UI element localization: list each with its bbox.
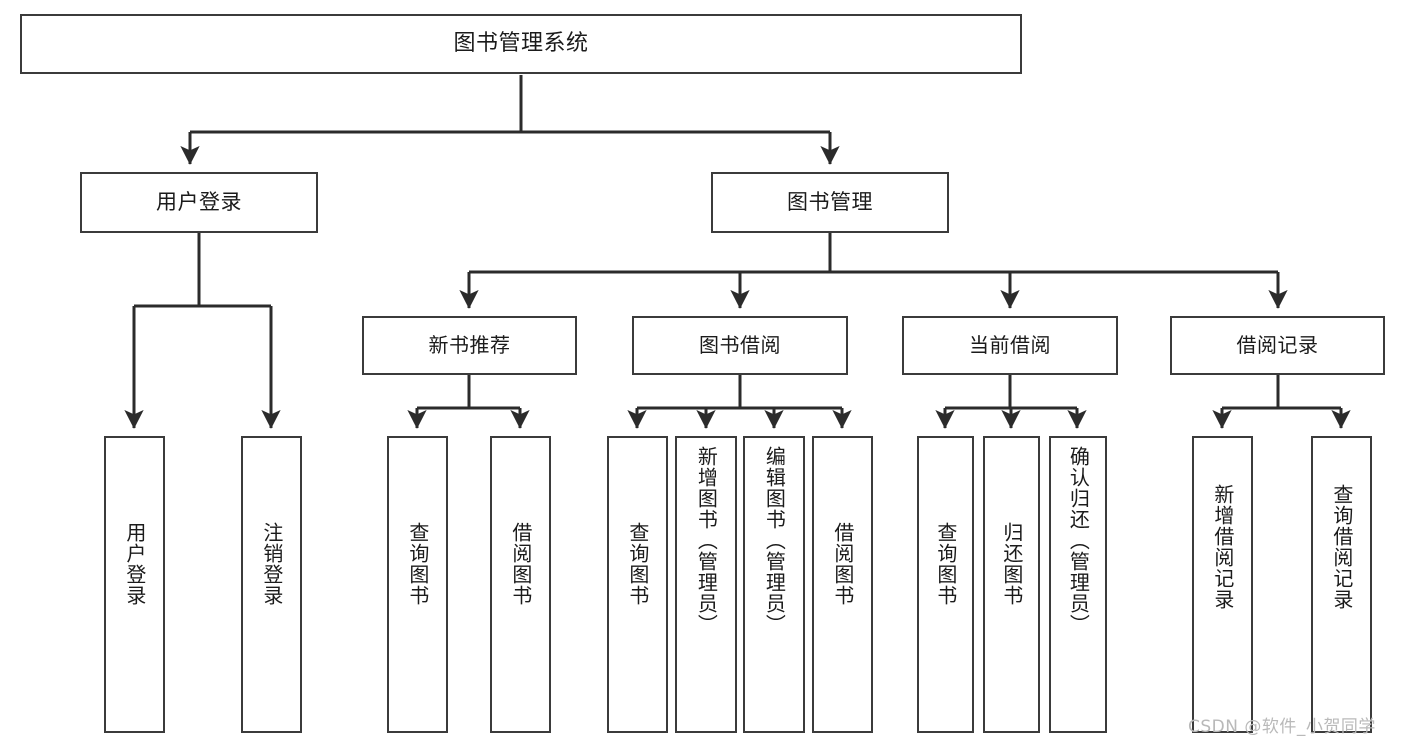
leaf-user-login[interactable]: 用户登录: [104, 436, 165, 733]
leaf-borrow-book-borrow[interactable]: 借阅图书: [812, 436, 873, 733]
node-label: 查询图书: [405, 522, 430, 606]
leaf-query-book-borrow[interactable]: 查询图书: [607, 436, 668, 733]
leaf-confirm-return-admin[interactable]: 确认归还（管理员）: [1049, 436, 1107, 733]
leaf-add-borrow-record[interactable]: 新增借阅记录: [1192, 436, 1253, 733]
node-new-book-recommend[interactable]: 新书推荐: [362, 316, 577, 375]
node-label: 查询图书: [625, 522, 650, 606]
leaf-query-book-newbook[interactable]: 查询图书: [387, 436, 448, 733]
node-current-borrow[interactable]: 当前借阅: [902, 316, 1118, 375]
node-label: 编辑图书（管理员）: [762, 446, 787, 635]
leaf-borrow-book-newbook[interactable]: 借阅图书: [490, 436, 551, 733]
leaf-user-logout[interactable]: 注销登录: [241, 436, 302, 733]
leaf-edit-book-admin[interactable]: 编辑图书（管理员）: [743, 436, 805, 733]
node-label: 图书借阅: [699, 332, 781, 357]
node-label: 图书管理系统: [453, 31, 589, 57]
node-label: 图书管理: [787, 190, 873, 215]
node-root-system[interactable]: 图书管理系统: [20, 14, 1022, 74]
leaf-return-book[interactable]: 归还图书: [983, 436, 1040, 733]
node-label: 新增图书（管理员）: [694, 446, 719, 635]
node-label: 新书推荐: [428, 332, 511, 357]
node-label: 确认归还（管理员）: [1066, 446, 1091, 635]
node-label: 归还图书: [999, 522, 1024, 606]
node-borrow-record[interactable]: 借阅记录: [1170, 316, 1385, 375]
node-label: 当前借阅: [969, 332, 1051, 357]
node-book-borrow[interactable]: 图书借阅: [632, 316, 848, 375]
node-label: 新增借阅记录: [1210, 484, 1235, 610]
leaf-add-book-admin[interactable]: 新增图书（管理员）: [675, 436, 737, 733]
node-label: 注销登录: [259, 522, 284, 606]
node-user-login[interactable]: 用户登录: [80, 172, 318, 233]
node-label: 查询借阅记录: [1329, 484, 1354, 610]
leaf-query-borrow-record[interactable]: 查询借阅记录: [1311, 436, 1372, 733]
node-label: 借阅图书: [508, 522, 533, 606]
node-label: 借阅图书: [830, 522, 855, 606]
node-label: 用户登录: [122, 522, 147, 606]
node-label: 查询图书: [933, 522, 958, 606]
leaf-query-book-current[interactable]: 查询图书: [917, 436, 974, 733]
node-label: 用户登录: [156, 190, 242, 215]
node-book-management[interactable]: 图书管理: [711, 172, 949, 233]
watermark-text: CSDN @软件_小贺同学: [1188, 717, 1376, 737]
node-label: 借阅记录: [1236, 332, 1319, 357]
